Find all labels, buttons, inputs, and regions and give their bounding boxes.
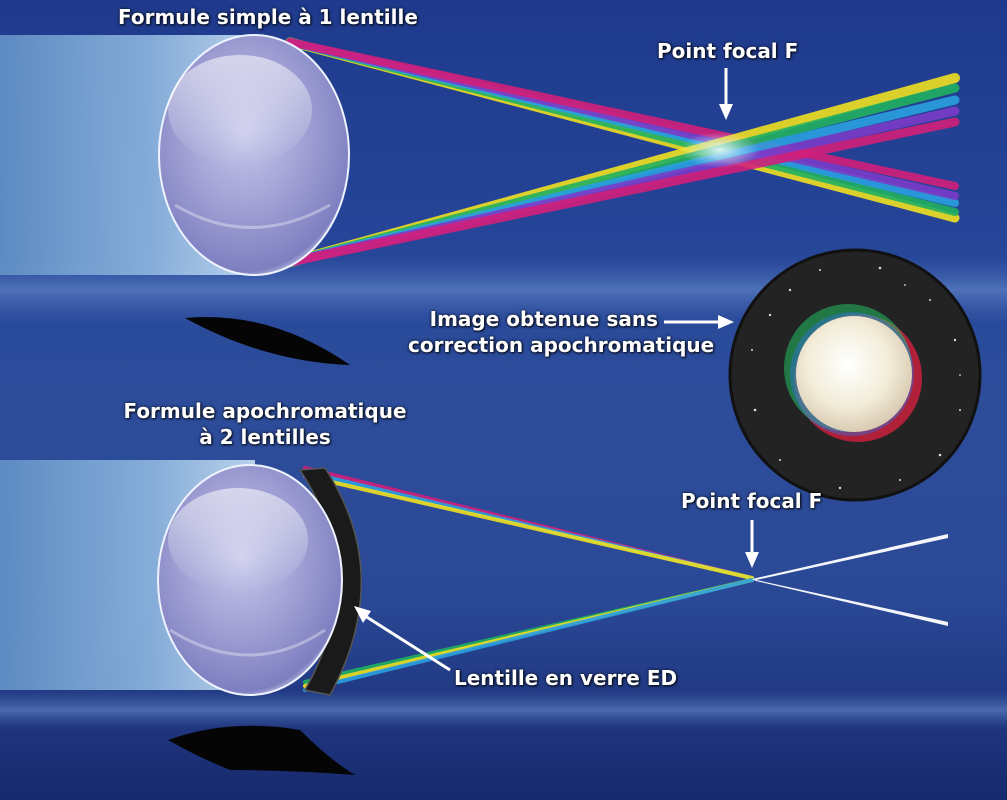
single-lens-title: Formule simple à 1 lentille bbox=[118, 5, 418, 29]
ed-lens-arrow bbox=[354, 606, 451, 672]
apochromatic-title-line-1: Formule apochromatique bbox=[123, 399, 407, 423]
apochromatic-lens-system bbox=[0, 460, 948, 775]
lens-profile-silhouette-doublet bbox=[168, 725, 355, 775]
image-sample bbox=[728, 248, 982, 502]
white-output-rays bbox=[752, 534, 948, 626]
focal-arrow-bottom bbox=[745, 520, 759, 568]
focal-point-label-top: Point focal F bbox=[657, 39, 799, 63]
apochromatic-title: Formule apochromatique à 2 lentilles bbox=[95, 398, 435, 450]
image-caption-line-1: Image obtenue sans bbox=[429, 307, 658, 331]
focal-point-label-bottom: Point focal F bbox=[681, 489, 823, 513]
image-caption-line-2: correction apochromatique bbox=[408, 333, 715, 357]
doublet-lens bbox=[157, 464, 362, 696]
chromatic-rays-upper bbox=[285, 37, 960, 223]
bottom-light-band bbox=[0, 690, 1007, 730]
single-lens bbox=[158, 34, 350, 276]
single-lens-system bbox=[0, 34, 960, 365]
chromatic-rays-lower bbox=[285, 73, 960, 267]
ed-lens-label: Lentille en verre ED bbox=[454, 666, 678, 690]
image-label-arrow bbox=[664, 315, 734, 329]
apochromatic-title-line-2: à 2 lentilles bbox=[199, 425, 331, 449]
lens-profile-silhouette-single bbox=[185, 316, 350, 365]
focal-blur-zone bbox=[680, 132, 760, 168]
focal-arrow-top bbox=[719, 68, 733, 120]
image-caption: Image obtenue sans correction apochromat… bbox=[408, 306, 715, 358]
starfield bbox=[751, 266, 961, 490]
corrected-rays bbox=[303, 466, 754, 692]
